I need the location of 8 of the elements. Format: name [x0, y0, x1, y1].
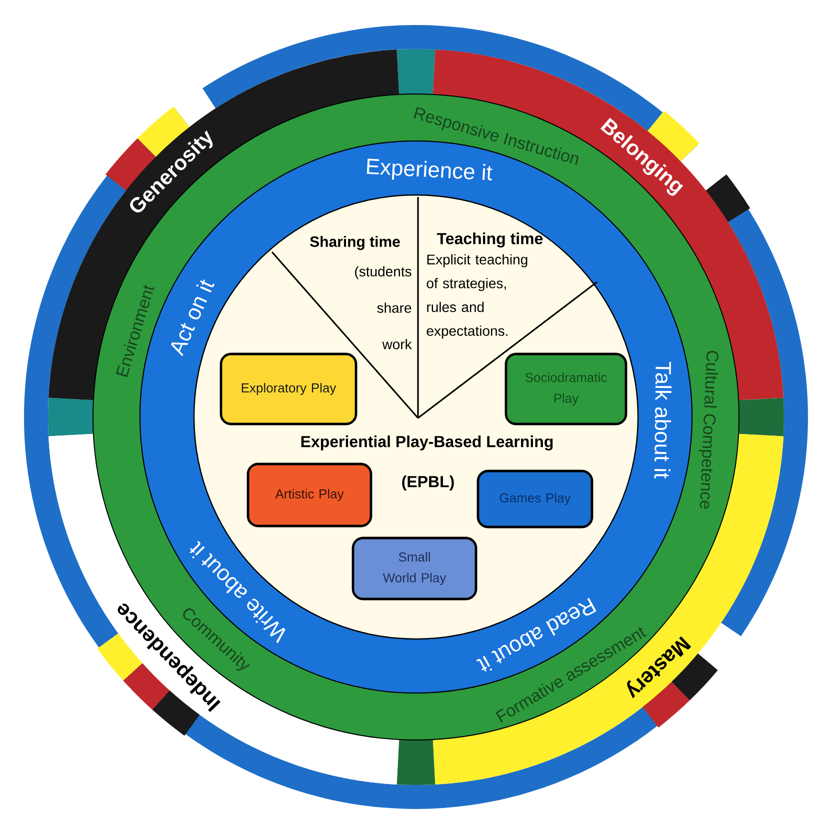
section-heading: Sharing time: [310, 236, 400, 250]
play-box: Games Play: [476, 470, 594, 528]
play-box: Sociodramatic Play: [504, 352, 628, 426]
play-box: Small World Play: [352, 536, 478, 600]
play-box: Artistic Play: [246, 462, 372, 528]
play-box: Exploratory Play: [220, 352, 358, 426]
section-heading: Teaching time: [436, 232, 543, 248]
ring-label: Act on it: [170, 279, 214, 356]
